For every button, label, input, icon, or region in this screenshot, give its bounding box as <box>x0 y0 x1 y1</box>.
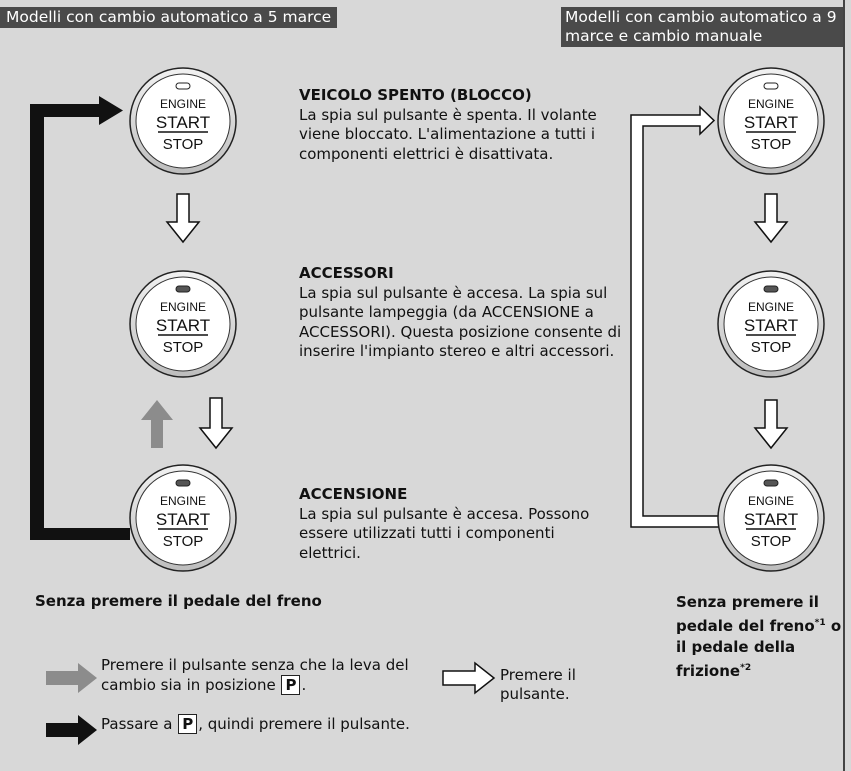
engine-start-stop-button: ENGINE START STOP <box>129 67 237 175</box>
button-stop-label: STOP <box>751 533 792 550</box>
button-engine-label: ENGINE <box>748 300 794 314</box>
right-caption-part1: Senza premere il pedale del freno <box>676 593 819 635</box>
engine-start-stop-button: ENGINE START STOP <box>717 67 825 175</box>
indicator-light-icon <box>763 82 779 90</box>
button-stop-label: STOP <box>163 533 204 550</box>
footnote-2: *2 <box>740 663 752 673</box>
button-start-label: START <box>156 316 210 335</box>
right-border-line <box>843 0 845 771</box>
button-start-label: START <box>744 316 798 335</box>
down-arrow <box>753 399 789 450</box>
section-off-title: VEICOLO SPENTO (BLOCCO) <box>299 86 532 104</box>
engine-start-stop-button: ENGINE START STOP <box>717 270 825 378</box>
section-off-body: La spia sul pulsante è spenta. Il volant… <box>299 105 597 163</box>
section-accessory-body: La spia sul pulsante è accesa. La spia s… <box>299 283 622 361</box>
right-caption: Senza premere il pedale del freno*1 o il… <box>676 592 846 682</box>
indicator-light-icon <box>175 285 191 293</box>
legend-black-text: Passare a P, quindi premere il pulsante. <box>101 714 421 734</box>
section-ignition: ACCENSIONE La spia sul pulsante è accesa… <box>299 485 619 563</box>
indicator-light-icon <box>763 285 779 293</box>
indicator-light-icon <box>763 479 779 487</box>
section-off: VEICOLO SPENTO (BLOCCO) La spia sul puls… <box>299 86 629 164</box>
legend-white-text: Premere il pulsante. <box>500 666 576 703</box>
legend-gray-arrow <box>46 663 97 693</box>
button-stop-label: STOP <box>751 136 792 153</box>
legend-gray-text-after: . <box>301 676 307 694</box>
left-caption: Senza premere il pedale del freno <box>35 592 322 610</box>
button-start-label: START <box>156 510 210 529</box>
button-engine-label: ENGINE <box>160 97 206 111</box>
button-engine-label: ENGINE <box>748 494 794 508</box>
legend-white-arrow <box>442 661 496 695</box>
button-stop-label: STOP <box>163 136 204 153</box>
button-stop-label: STOP <box>163 339 204 356</box>
engine-start-stop-button: ENGINE START STOP <box>129 464 237 572</box>
legend-gray-text: Premere il pulsante senza che la leva de… <box>101 656 421 695</box>
left-header: Modelli con cambio automatico a 5 marce <box>0 7 338 28</box>
button-engine-label: ENGINE <box>160 300 206 314</box>
down-arrow <box>165 193 201 244</box>
gray-up-arrow <box>141 400 173 448</box>
button-engine-label: ENGINE <box>748 97 794 111</box>
down-arrow <box>753 193 789 244</box>
footnote-1: *1 <box>814 618 826 628</box>
black-loop-arrow <box>30 96 130 540</box>
section-ignition-title: ACCENSIONE <box>299 485 408 503</box>
white-loop-arrow <box>630 105 721 528</box>
section-accessory-title: ACCESSORI <box>299 264 394 282</box>
button-stop-label: STOP <box>751 339 792 356</box>
park-key-box: P <box>281 675 301 695</box>
engine-start-stop-button: ENGINE START STOP <box>129 270 237 378</box>
indicator-light-icon <box>175 82 191 90</box>
right-caption-part2: o il pedale della frizione <box>676 617 842 680</box>
legend-black-text-before: Passare a <box>101 715 178 733</box>
indicator-light-icon <box>175 479 191 487</box>
button-engine-label: ENGINE <box>160 494 206 508</box>
button-start-label: START <box>156 113 210 132</box>
engine-start-stop-button: ENGINE START STOP <box>717 464 825 572</box>
legend-gray-text-before: Premere il pulsante senza che la leva de… <box>101 656 409 694</box>
right-header: Modelli con cambio automatico a 9 marce … <box>561 7 845 47</box>
section-accessory: ACCESSORI La spia sul pulsante è accesa.… <box>299 264 629 362</box>
legend-black-arrow <box>46 715 97 745</box>
down-arrow <box>198 397 234 450</box>
legend-black-text-after: , quindi premere il pulsante. <box>198 715 410 733</box>
button-start-label: START <box>744 510 798 529</box>
section-ignition-body: La spia sul pulsante è accesa. Possono e… <box>299 504 590 562</box>
button-start-label: START <box>744 113 798 132</box>
park-key-box: P <box>178 714 198 734</box>
